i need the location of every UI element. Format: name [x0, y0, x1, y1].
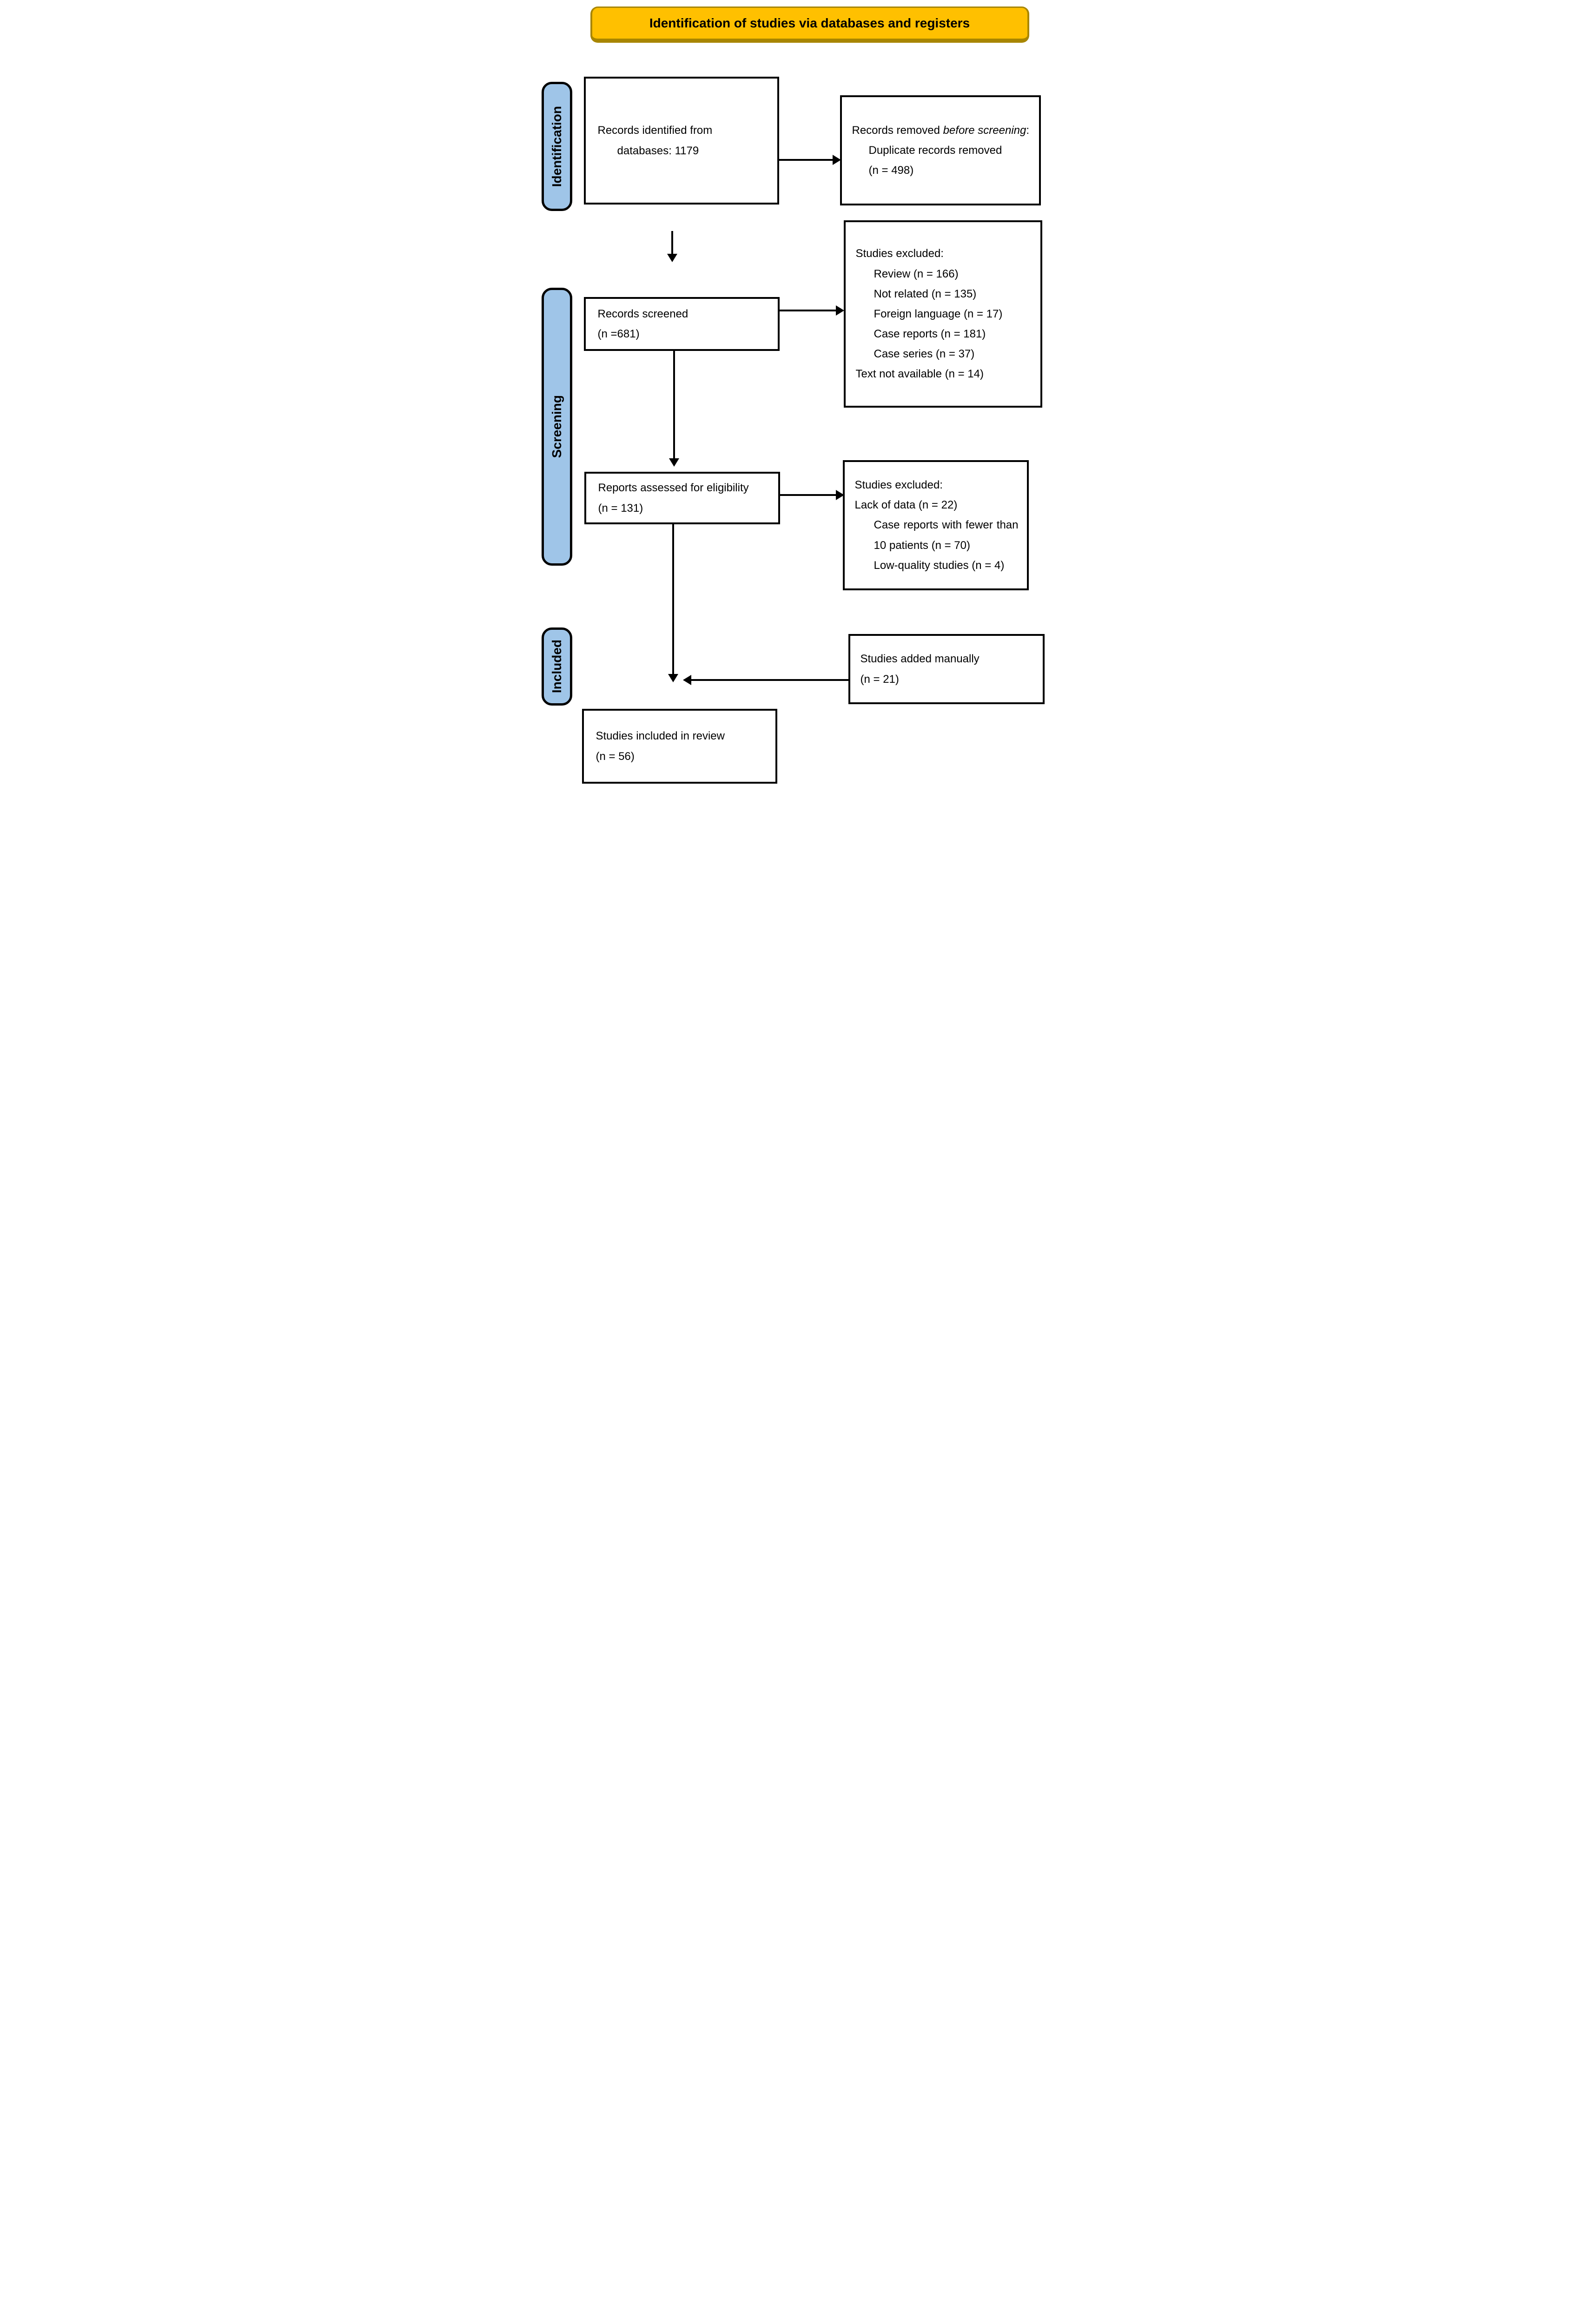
excluded-screening-item: Not related (n = 135) [874, 287, 977, 300]
added-manually-line2: (n = 21) [860, 673, 899, 686]
excluded-reports-heading: Studies excluded: [854, 479, 943, 492]
excluded-screening-item: Case series (n = 37) [874, 348, 975, 361]
studies-excluded-screening-box: Studies excluded: Review (n = 166) Not r… [843, 220, 1042, 408]
arrow-assessed-to-excluded [780, 490, 844, 500]
records-identified-line2: databases: 1179 [617, 144, 699, 157]
records-screened-line2: (n =681) [597, 328, 640, 340]
studies-added-manually-box: Studies added manually (n = 21) [848, 634, 1045, 704]
excluded-reports-line4: 10 patients (n = 70) [874, 539, 970, 552]
arrow-screened-to-excluded [779, 305, 844, 316]
stage-label-included: Included [541, 627, 572, 706]
reports-assessed-line2: (n = 131) [598, 502, 643, 515]
studies-excluded-reports-box: Studies excluded: Lack of data (n = 22) … [842, 460, 1029, 590]
records-removed-line3: (n = 498) [868, 164, 914, 177]
added-manually-line1: Studies added manually [860, 653, 980, 666]
stage-label-identification: Identification [541, 82, 572, 211]
arrow-identified-down [667, 231, 677, 262]
records-removed-line1: Records removed before screening: [852, 124, 1030, 137]
arrow-assessed-down [668, 524, 678, 682]
arrow-identified-to-removed [779, 155, 841, 165]
records-identified-line1: Records identified from [597, 124, 713, 137]
stage-label-screening-text: Screening [549, 395, 564, 458]
records-screened-box: Records screened (n =681) [583, 297, 780, 351]
excluded-screening-item: Case reports (n = 181) [874, 328, 986, 341]
stage-label-included-text: Included [549, 640, 564, 693]
stage-label-identification-text: Identification [549, 106, 564, 187]
studies-included-line1: Studies included in review [596, 730, 725, 743]
arrow-screened-down [669, 351, 679, 467]
studies-included-line2: (n = 56) [596, 750, 635, 763]
records-removed-italic: before screening [943, 124, 1026, 137]
prisma-flow-diagram: Identification of studies via databases … [527, 0, 1055, 791]
studies-included-box: Studies included in review (n = 56) [582, 709, 777, 784]
reports-assessed-box: Reports assessed for eligibility (n = 13… [584, 472, 780, 524]
excluded-screening-item: Review (n = 166) [874, 267, 959, 280]
banner-title: Identification of studies via databases … [649, 16, 970, 30]
title-banner: Identification of studies via databases … [590, 7, 1029, 43]
reports-assessed-line1: Reports assessed for eligibility [598, 482, 749, 495]
records-removed-line2: Duplicate records removed [868, 144, 1002, 157]
stage-label-screening: Screening [541, 288, 572, 566]
records-removed-box: Records removed before screening: Duplic… [840, 95, 1041, 205]
excluded-screening-item: Foreign language (n = 17) [874, 307, 1003, 320]
records-screened-line1: Records screened [597, 307, 688, 320]
excluded-screening-last-line: Text not available (n = 14) [855, 368, 984, 381]
excluded-screening-heading: Studies excluded: [855, 247, 944, 260]
records-identified-box: Records identified from databases: 1179 [583, 77, 779, 205]
arrow-manual-to-included [682, 675, 848, 685]
excluded-reports-line5: Low-quality studies (n = 4) [874, 559, 1005, 572]
excluded-reports-line3: Case reports with fewer than [874, 519, 1019, 532]
excluded-reports-line2: Lack of data (n = 22) [854, 499, 958, 512]
